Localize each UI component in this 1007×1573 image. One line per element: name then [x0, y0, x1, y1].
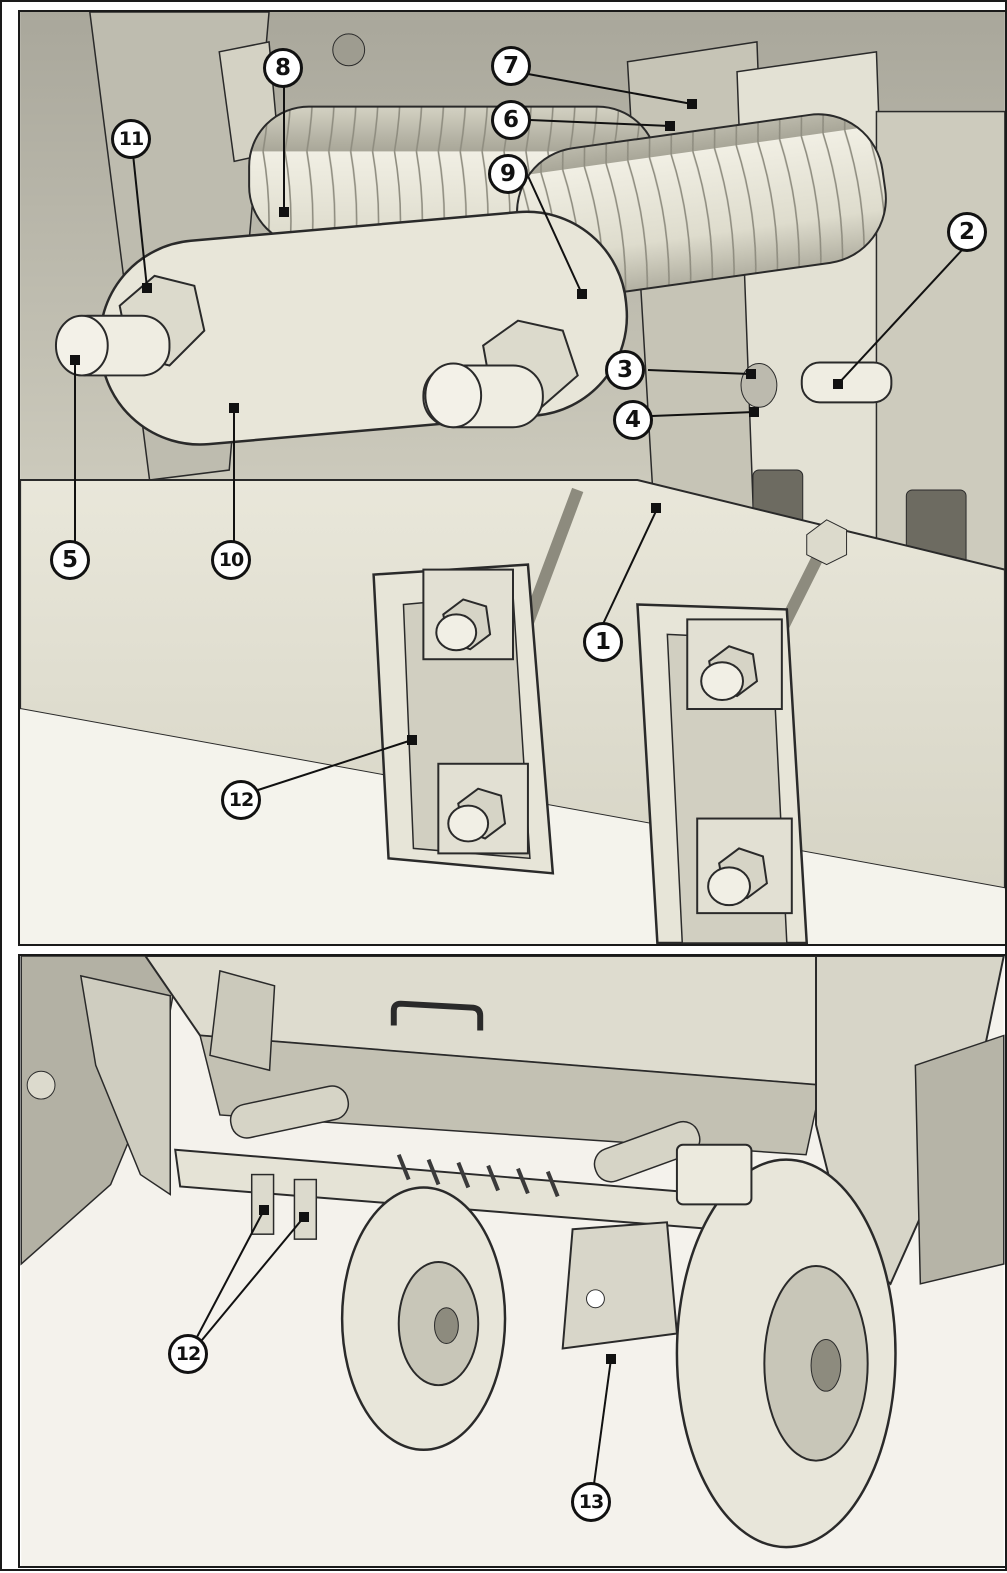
agitator-tines [396, 1153, 560, 1198]
spring-pair-right [593, 1120, 701, 1183]
callout-8: 8 [263, 48, 303, 88]
hopper-handle [390, 1000, 484, 1031]
callout-6: 6 [491, 100, 531, 140]
washer [740, 362, 778, 408]
roller [26, 1070, 56, 1100]
callout-1: 1 [583, 622, 623, 662]
hopper-lower-edge [199, 1034, 822, 1156]
bolt-end [424, 362, 483, 429]
callout-11: 11 [111, 119, 151, 159]
callout-10: 10 [211, 540, 251, 580]
callout-9: 9 [488, 154, 528, 194]
control-box [675, 1143, 753, 1206]
wheel-left [340, 1186, 507, 1452]
callout-13: 13 [571, 1482, 611, 1522]
bolt-end [54, 314, 109, 377]
drive-housing [914, 1034, 1005, 1285]
callout-4: 4 [613, 400, 653, 440]
latch-plate [209, 969, 276, 1072]
overview-panel [18, 954, 1007, 1568]
u-bracket [293, 1178, 318, 1240]
wheel-mount-bracket [561, 1221, 678, 1350]
mount-hole [586, 1289, 605, 1309]
nut [332, 33, 366, 67]
callout-3: 3 [605, 350, 645, 390]
detail-view-panel [18, 10, 1007, 946]
spring-assembly-illustration [20, 12, 1005, 944]
callout-7: 7 [491, 46, 531, 86]
machine-overview-illustration [20, 956, 1005, 1566]
rod-nut [806, 519, 848, 566]
u-bracket-left [372, 563, 555, 875]
wheel-right [675, 1158, 897, 1549]
callout-5: 5 [50, 540, 90, 580]
left-gusset-plate [79, 974, 171, 1196]
callout-12-overview: 12 [168, 1334, 208, 1374]
u-bracket [250, 1173, 275, 1235]
callout-2: 2 [947, 212, 987, 252]
u-bracket-right [636, 603, 809, 944]
pivot-pin [800, 361, 893, 404]
right-side-plate [815, 956, 1005, 1286]
spring-pair-left [229, 1085, 350, 1139]
callout-12: 12 [221, 780, 261, 820]
